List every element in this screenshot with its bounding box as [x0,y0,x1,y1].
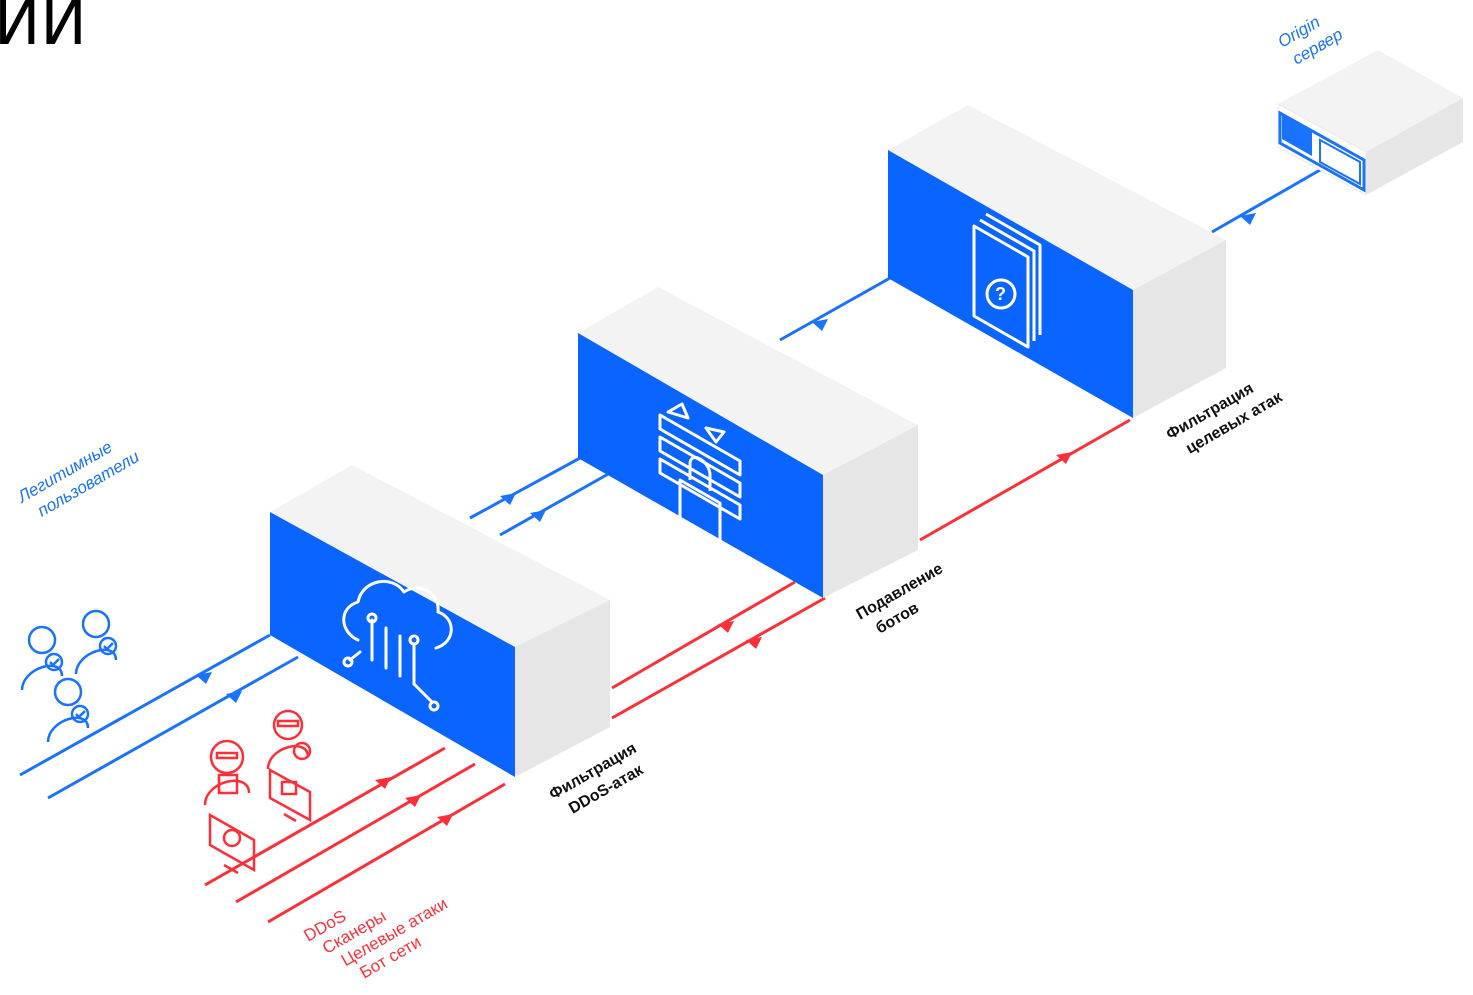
threat-traffic-arrows [375,452,1072,826]
user-check-icon [20,609,118,743]
document-question-icon: ? [972,212,1042,349]
stage3-box [888,105,1226,418]
heading-fragment: ИИ [0,0,87,59]
stage1-label: Фильтрация DDoS-атак [547,740,647,818]
legit-users-label: Легитимные пользователи [14,437,143,520]
firewall-lock-icon [658,402,742,545]
threat-traffic-lines [204,418,1131,924]
stage2-box [578,287,918,598]
legit-traffic-arrows [196,213,1256,703]
cloud-circuit-icon [342,580,453,712]
stage1-box [270,465,610,777]
origin-label: Origin сервер [1275,12,1346,68]
origin-server [1277,50,1463,196]
hacker-icon [203,709,312,875]
threats-label: DDoS Сканеры Целевые атаки Бот сети [301,894,451,982]
svg-text:?: ? [995,284,1006,304]
server-icon [1278,110,1366,193]
legit-traffic-lines [19,164,1328,800]
